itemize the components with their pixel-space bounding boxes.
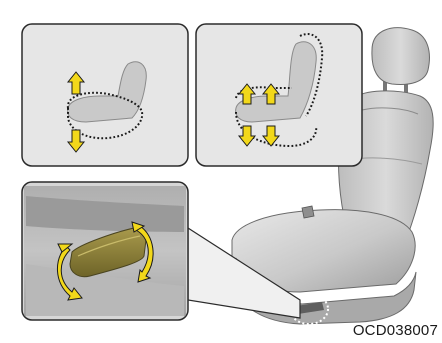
panel-cushion-tilt — [22, 24, 188, 166]
panel-lever-closeup — [22, 182, 188, 320]
headrest — [372, 28, 430, 85]
figure-code: OCD038007 — [353, 322, 438, 339]
recline-lever — [302, 206, 314, 218]
panel-seat-height — [196, 24, 362, 166]
